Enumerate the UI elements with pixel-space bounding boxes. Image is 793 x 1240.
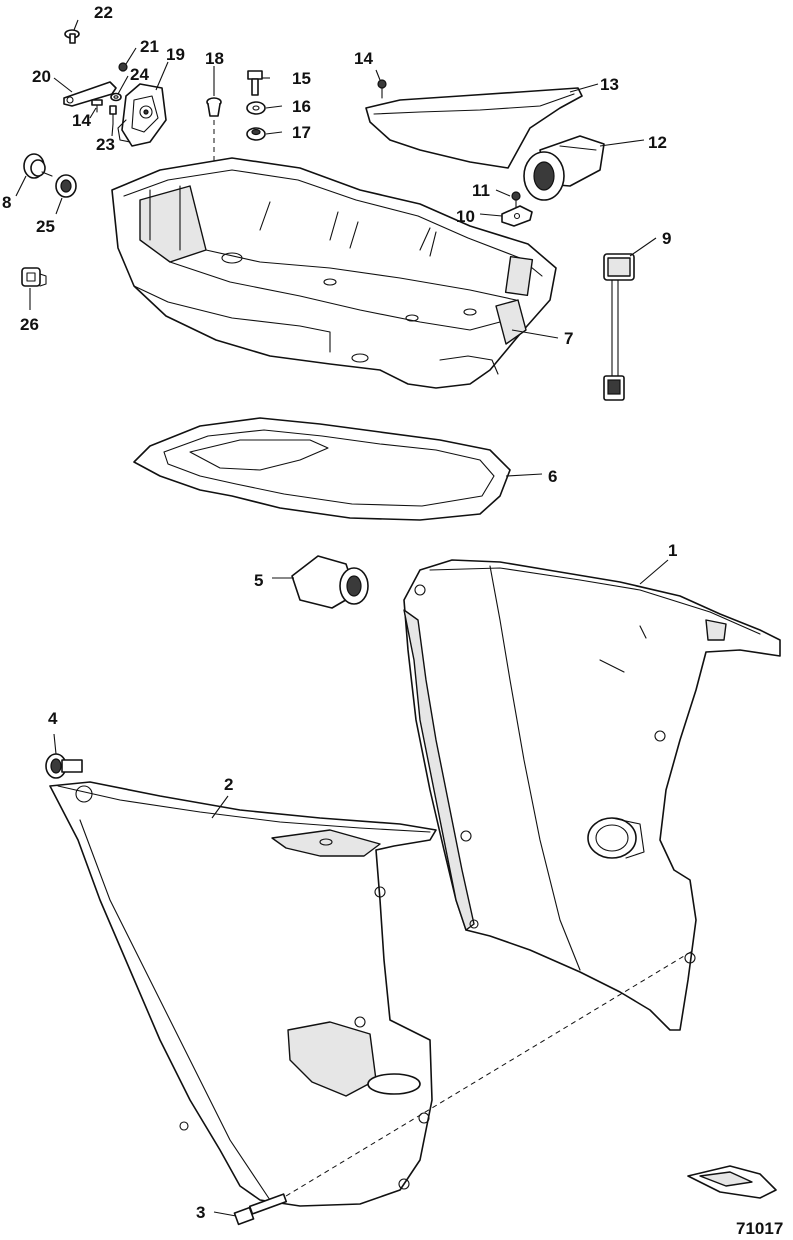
part-20-latch-arm bbox=[63, 81, 117, 107]
callout-13: 13 bbox=[600, 75, 619, 94]
part-12-knob bbox=[523, 135, 605, 201]
part-17-grommet bbox=[246, 127, 266, 141]
part-25-boot bbox=[55, 174, 77, 198]
callout-25: 25 bbox=[36, 217, 55, 236]
part-19-latch-mechanism bbox=[117, 83, 167, 147]
callout-22: 22 bbox=[94, 3, 113, 22]
callout-6: 6 bbox=[548, 467, 557, 486]
callout-14-left: 14 bbox=[72, 111, 91, 130]
part-4-stud bbox=[45, 753, 83, 779]
callout-11: 11 bbox=[472, 181, 490, 200]
callout-18: 18 bbox=[205, 49, 224, 68]
callout-4: 4 bbox=[48, 709, 58, 728]
callout-1: 1 bbox=[668, 541, 677, 560]
part-3-bolt bbox=[233, 1193, 288, 1226]
part-22-screw bbox=[64, 29, 80, 44]
part-1-side-cowl-starboard bbox=[403, 559, 781, 1031]
callout-5: 5 bbox=[254, 571, 263, 590]
part-2-side-cowl-port bbox=[49, 781, 437, 1207]
callout-24: 24 bbox=[130, 65, 149, 84]
part-11-screw bbox=[511, 191, 521, 209]
callout-15: 15 bbox=[292, 69, 311, 88]
part-26-clip bbox=[21, 267, 47, 287]
part-21-nut bbox=[118, 62, 128, 72]
callout-2: 2 bbox=[224, 775, 233, 794]
part-9-harness bbox=[603, 253, 635, 401]
callout-19: 19 bbox=[166, 45, 185, 64]
callout-7: 7 bbox=[564, 329, 573, 348]
callout-16: 16 bbox=[292, 97, 311, 116]
part-14-screw-top bbox=[377, 79, 387, 99]
callout-9: 9 bbox=[662, 229, 671, 248]
part-23-screw bbox=[109, 105, 117, 125]
part-10-bracket bbox=[501, 205, 533, 227]
part-15-bolt bbox=[247, 70, 263, 96]
leader-lines bbox=[15, 19, 669, 1217]
part-14-screw-left bbox=[91, 99, 103, 113]
callout-3: 3 bbox=[196, 1203, 205, 1222]
callout-26: 26 bbox=[20, 315, 39, 334]
callout-12: 12 bbox=[648, 133, 667, 152]
callout-labels: 22 21 19 20 24 14 23 18 15 16 17 8 25 26… bbox=[2, 3, 783, 1238]
callout-8: 8 bbox=[2, 193, 11, 212]
callout-17: 17 bbox=[292, 123, 311, 142]
callout-20: 20 bbox=[32, 67, 51, 86]
part-6-seal bbox=[133, 417, 511, 521]
callout-21: 21 bbox=[140, 37, 159, 56]
part-8-grommet bbox=[23, 153, 53, 179]
part-7-top-cowl bbox=[111, 157, 557, 389]
part-24-washer bbox=[110, 92, 122, 102]
callout-10: 10 bbox=[456, 207, 475, 226]
part-13-front-trim bbox=[365, 87, 583, 169]
part-18-grommet bbox=[206, 97, 222, 117]
part-5-fitting bbox=[291, 555, 369, 609]
part-16-washer bbox=[246, 101, 266, 115]
callout-23: 23 bbox=[96, 135, 115, 154]
figure-reference-number: 71017 bbox=[736, 1219, 783, 1238]
assembly-line-3 bbox=[285, 949, 695, 1197]
decal-piece bbox=[687, 1165, 777, 1199]
callout-14-top: 14 bbox=[354, 49, 373, 68]
